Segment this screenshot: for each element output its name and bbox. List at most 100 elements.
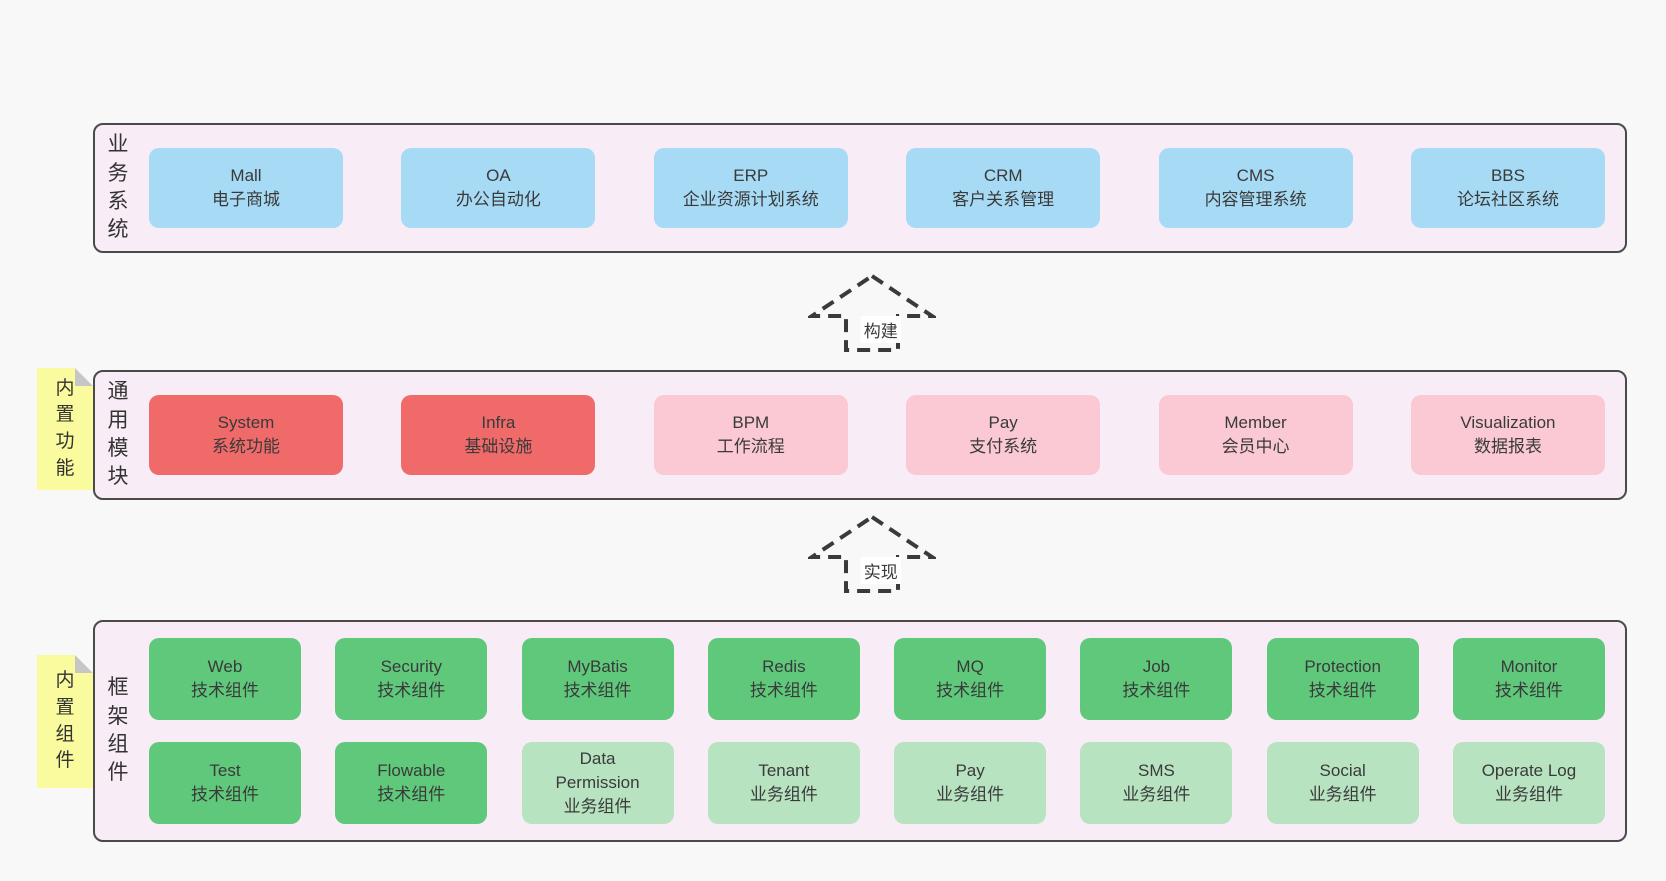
box-subtitle: 技术组件 (1122, 681, 1191, 700)
box-subtitle: 办公自动化 (455, 190, 541, 209)
box-subtitle: 系统功能 (212, 437, 280, 456)
box-flowable: Flowable 技术组件 (335, 742, 488, 824)
layer-label-framework-components: 框架组件 (107, 676, 129, 785)
box-title: CMS (1236, 166, 1275, 185)
box-subtitle: 内容管理系统 (1204, 190, 1307, 209)
box-subtitle: 技术组件 (191, 681, 259, 700)
box-redis: Redis 技术组件 (707, 638, 860, 720)
folded-corner-icon (75, 655, 93, 673)
layer-label-business-systems: 业务系统 (107, 133, 129, 242)
box-cms: CMS 内容管理系统 (1158, 148, 1353, 228)
box-oa: OA 办公自动化 (401, 148, 596, 228)
box-title: Social (1319, 761, 1366, 780)
box-subtitle: 技术组件 (377, 785, 446, 804)
box-subtitle: 业务组件 (1494, 785, 1563, 804)
box-title: Protection (1304, 657, 1381, 676)
box-title: Tenant (758, 761, 810, 780)
box-pay-module: Pay 支付系统 (906, 395, 1101, 475)
arrow-build-label: 构建 (860, 316, 901, 343)
box-subtitle: 基础设施 (464, 437, 533, 456)
sticky-note-built-in-features: 内置功能 (37, 368, 93, 490)
box-title: ERP (733, 166, 769, 185)
box-security: Security 技术组件 (335, 638, 488, 720)
box-crm: CRM 客户关系管理 (906, 148, 1101, 228)
layer-label-common-modules: 通用模块 (107, 380, 129, 489)
box-subtitle: 工作流程 (716, 437, 785, 456)
box-title: System (217, 413, 275, 432)
box-subtitle: 论坛社区系统 (1456, 190, 1559, 209)
box-subtitle: 电子商城 (212, 190, 280, 209)
box-title: Test (209, 761, 241, 780)
framework-components-row-2: Test 技术组件 Flowable 技术组件 Data Permission … (149, 742, 1605, 824)
box-mq: MQ 技术组件 (894, 638, 1047, 720)
box-subtitle: 技术组件 (936, 681, 1005, 700)
arrow-build-up: 构建 (808, 272, 936, 352)
box-title: Visualization (1460, 413, 1556, 432)
box-pay-component: Pay 业务组件 (894, 742, 1047, 824)
box-title: OA (486, 166, 511, 185)
box-subtitle: 企业资源计划系统 (682, 190, 819, 209)
box-bpm: BPM 工作流程 (653, 395, 848, 475)
box-subtitle: 客户关系管理 (952, 190, 1055, 209)
box-test: Test 技术组件 (149, 742, 301, 824)
box-subtitle: 会员中心 (1221, 437, 1290, 456)
box-infra: Infra 基础设施 (401, 395, 596, 475)
box-title: Web (207, 657, 243, 676)
box-data-permission: Data Permission 业务组件 (521, 742, 674, 824)
box-subtitle: 业务组件 (1308, 785, 1377, 804)
box-erp: ERP 企业资源计划系统 (653, 148, 848, 228)
box-social: Social 业务组件 (1266, 742, 1419, 824)
arrow-implement-label: 实现 (860, 557, 901, 584)
box-subtitle: 技术组件 (1308, 681, 1377, 700)
box-title: Operate Log (1481, 761, 1577, 780)
box-title: Member (1224, 413, 1287, 432)
box-subtitle: 支付系统 (969, 437, 1038, 456)
box-subtitle: 业务组件 (563, 797, 632, 816)
arrow-implement-up: 实现 (808, 513, 936, 593)
box-subtitle: 技术组件 (1494, 681, 1563, 700)
business-systems-row: Mall 电子商城 OA 办公自动化 ERP 企业资源计划系统 CRM 客户关系… (149, 148, 1605, 228)
box-subtitle: 数据报表 (1473, 437, 1542, 456)
box-title: BBS (1490, 166, 1525, 185)
box-title: Monitor (1500, 657, 1558, 676)
box-sms: SMS 业务组件 (1080, 742, 1233, 824)
common-modules-row: System 系统功能 Infra 基础设施 BPM 工作流程 Pay 支付系统… (149, 395, 1605, 475)
box-protection: Protection 技术组件 (1266, 638, 1419, 720)
box-subtitle: 技术组件 (749, 681, 818, 700)
box-subtitle: 技术组件 (377, 681, 446, 700)
box-title: Redis (762, 657, 806, 676)
box-system: System 系统功能 (149, 395, 343, 475)
layer-framework-components: 框架组件 Web 技术组件 Security 技术组件 MyBatis 技术组件… (93, 620, 1627, 842)
box-subtitle: 业务组件 (749, 785, 818, 804)
dashed-up-arrow-icon (808, 514, 936, 593)
sticky-note-built-in-components: 内置组件 (37, 655, 93, 788)
layer-business-systems: 业务系统 Mall 电子商城 OA 办公自动化 ERP 企业资源计划系统 CRM (93, 123, 1627, 253)
box-title: MyBatis (567, 657, 628, 676)
box-subtitle: 技术组件 (563, 681, 632, 700)
box-title: Security (380, 657, 442, 676)
box-operate-log: Operate Log 业务组件 (1452, 742, 1605, 824)
box-monitor: Monitor 技术组件 (1452, 638, 1605, 720)
box-title: MQ (956, 657, 984, 676)
box-subtitle: 业务组件 (1122, 785, 1191, 804)
box-tenant: Tenant 业务组件 (707, 742, 860, 824)
box-bbs: BBS 论坛社区系统 (1410, 148, 1605, 228)
box-title: BPM (732, 413, 770, 432)
dashed-up-arrow-icon (808, 273, 936, 352)
box-subtitle: 技术组件 (191, 785, 259, 804)
folded-corner-icon (75, 368, 93, 386)
box-job: Job 技术组件 (1080, 638, 1233, 720)
box-mall: Mall 电子商城 (149, 148, 343, 228)
framework-components-row-1: Web 技术组件 Security 技术组件 MyBatis 技术组件 Redi… (149, 638, 1605, 720)
box-web: Web 技术组件 (149, 638, 301, 720)
box-title: SMS (1137, 761, 1175, 780)
box-title: Mall (230, 166, 262, 185)
box-title: Pay (988, 413, 1018, 432)
box-visualization: Visualization 数据报表 (1410, 395, 1605, 475)
box-title: Pay (955, 761, 985, 780)
box-mybatis: MyBatis 技术组件 (521, 638, 674, 720)
box-subtitle: 业务组件 (936, 785, 1005, 804)
box-member: Member 会员中心 (1158, 395, 1353, 475)
layer-common-modules: 通用模块 System 系统功能 Infra 基础设施 BPM 工作流程 Pay (93, 370, 1627, 500)
